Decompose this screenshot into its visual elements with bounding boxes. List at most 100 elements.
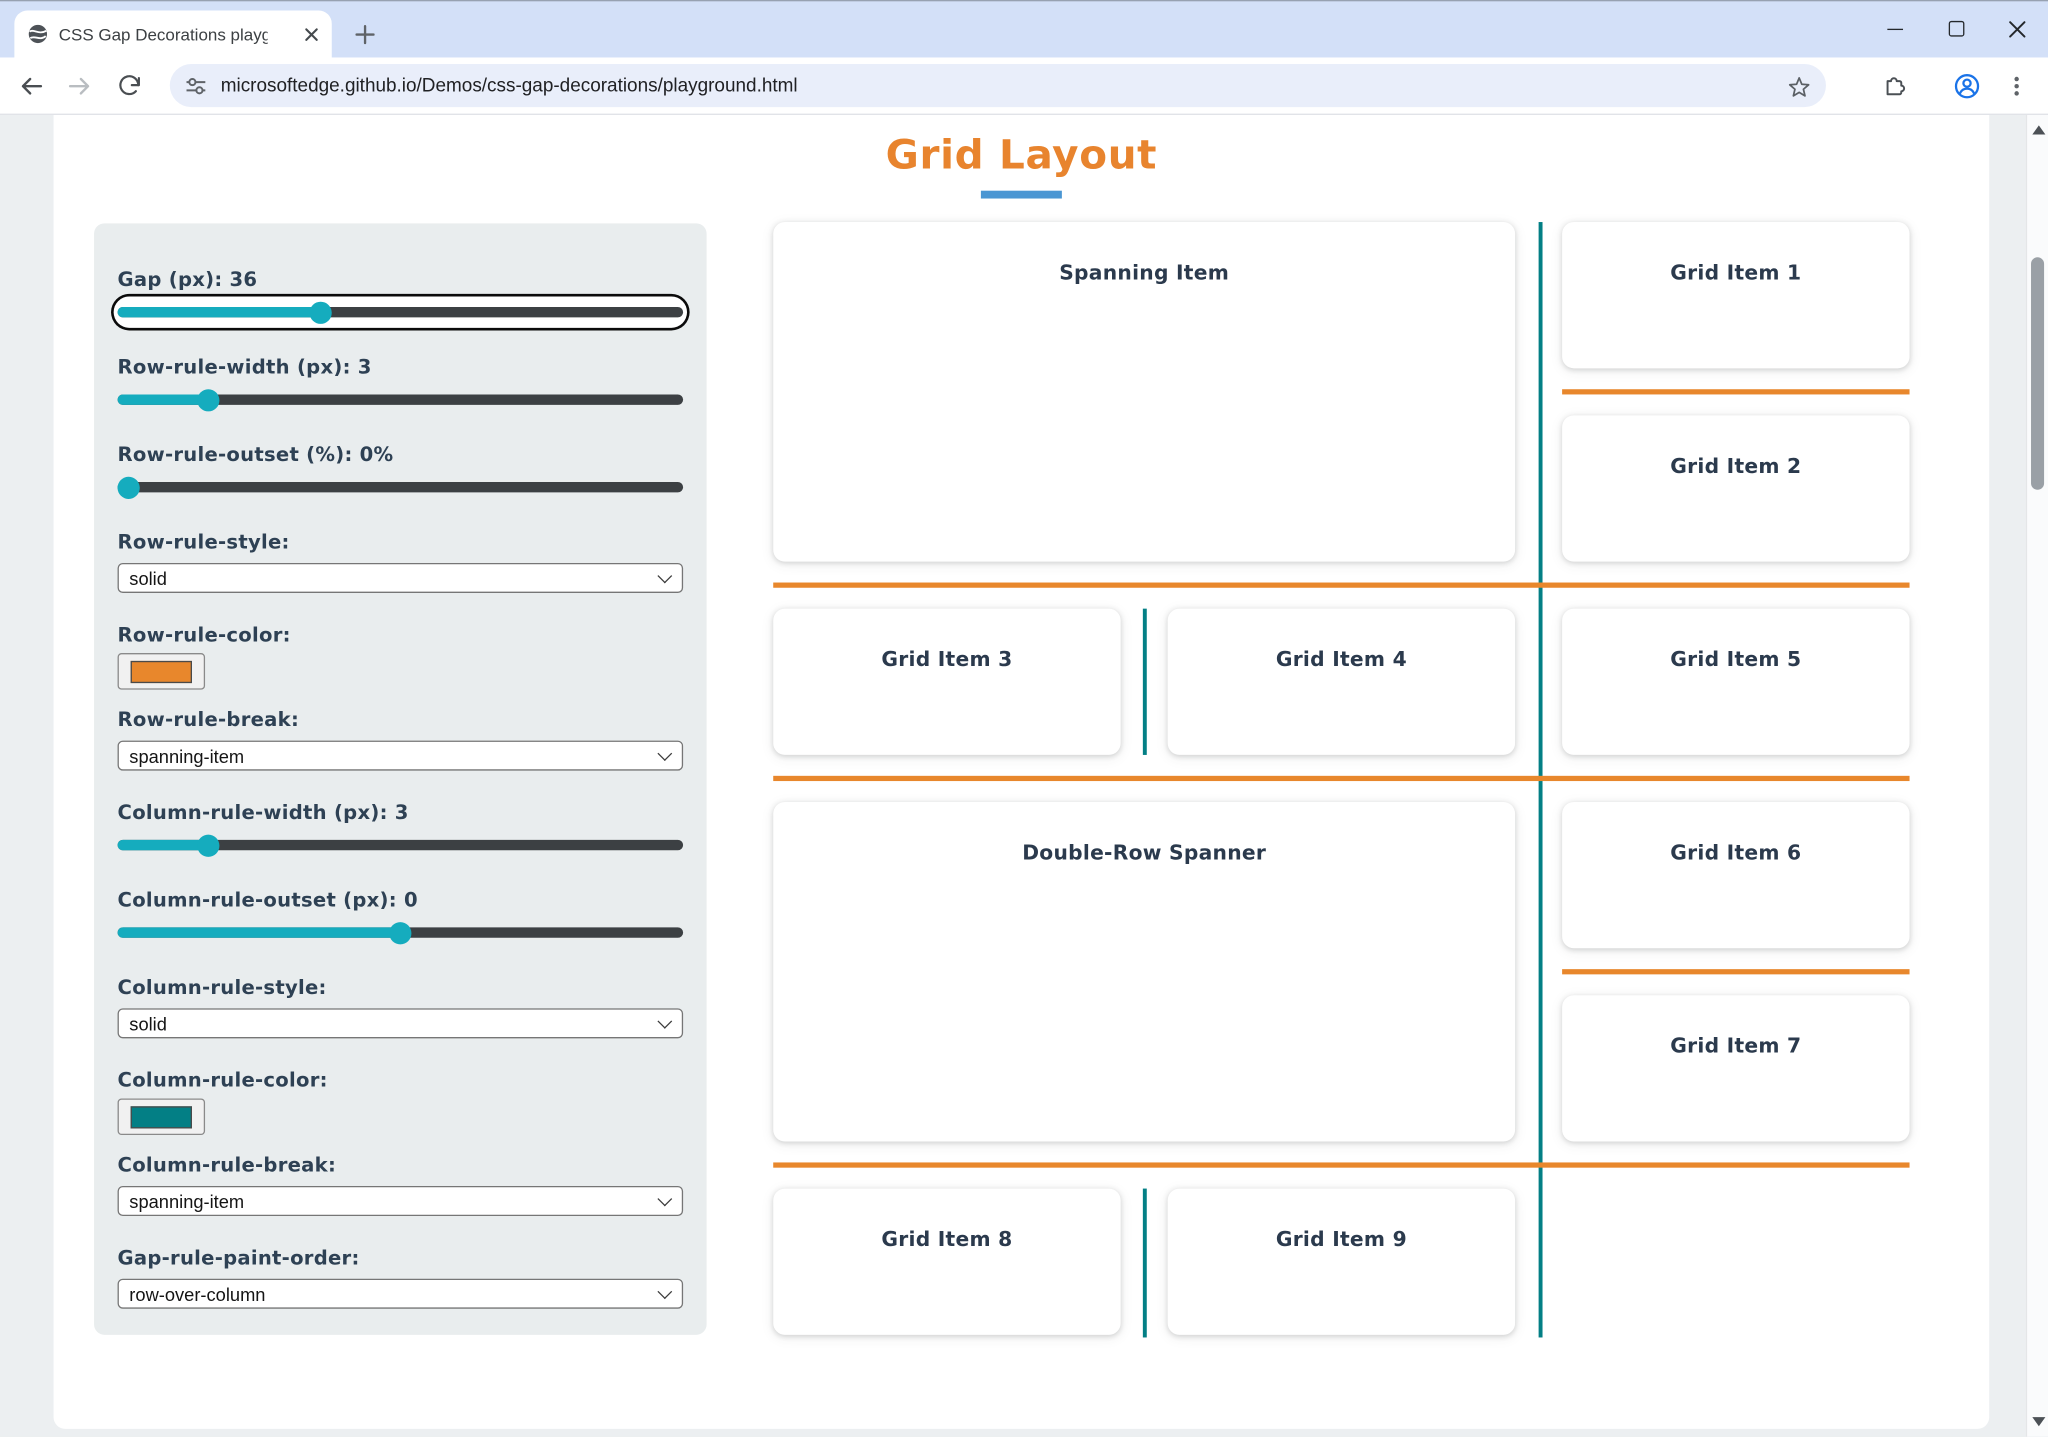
row-rule-width-slider-fill [117,394,209,405]
gap-slider[interactable] [117,300,684,324]
row-rule [1562,969,1910,975]
column-rule [1142,1188,1147,1338]
tab-title-fade [263,18,298,50]
grid-card-label: Grid Item 7 [1670,1034,1802,1058]
column-rule-style-group: Column-rule-style:solid [117,976,684,1039]
gap-rule-paint-order-group: Gap-rule-paint-order:row-over-column [117,1246,684,1309]
column-rule-color-picker[interactable] [117,1098,206,1136]
chevron-down-icon [657,1283,673,1299]
window-close-button[interactable] [1987,0,2048,57]
browser-tab[interactable]: CSS Gap Decorations playgroun [14,10,332,58]
row-rule-outset-label: Row-rule-outset (%): 0% [117,442,394,467]
grid-card-label: Grid Item 9 [1275,1227,1407,1252]
row-rule-outset-slider[interactable] [117,475,684,499]
column-rule-outset-slider-fill [117,927,401,938]
site-favicon-icon [27,24,48,45]
column-rule-outset-group: Column-rule-outset (px): 0 [117,888,684,945]
site-settings-icon[interactable] [184,74,208,98]
scrollbar-up-icon[interactable] [2031,125,2045,135]
row-rule [1562,389,1910,395]
title-underline [980,190,1062,199]
row-rule-width-slider-thumb[interactable] [196,388,220,411]
grid-card: Grid Item 9 [1167,1188,1516,1335]
row-rule-outset-slider-track [117,481,684,493]
gap-group: Gap (px): 36 [117,268,684,324]
grid-card: Grid Item 1 [1562,222,1910,369]
column-rule-style-select[interactable]: solid [117,1008,684,1039]
row-rule-width-slider[interactable] [117,388,684,412]
new-tab-button[interactable] [347,17,381,51]
row-rule-outset-slider-thumb[interactable] [117,476,140,499]
tab-close-icon[interactable] [300,24,321,45]
row-rule-style-group: Row-rule-style: solid [117,530,684,593]
minimize-icon [1886,28,1903,30]
window-controls [1864,0,2048,57]
column-rule-break-select[interactable]: spanning-item [117,1185,684,1216]
row-rule-color-label: Row-rule-color: [117,623,291,647]
controls-panel: Gap (px): 36 Row-rule-width (px): 3 Row-ru… [94,223,707,1335]
back-icon [21,77,43,95]
row-rule-style-label: Row-rule-style: [117,530,290,554]
grid-card-label: Grid Item 8 [881,1227,1013,1252]
page-viewport: Grid Layout Gap (px): 36 Row-rule-width (… [0,114,2048,1437]
browser-toolbar: microsoftedge.github.io/Demos/css-gap-de… [0,57,2048,157]
column-rule-outset-label: Column-rule-outset (px): 0 [117,888,418,912]
column-rule-outset-slider-thumb[interactable] [389,921,412,944]
extensions-puzzle-icon [1886,77,1906,96]
scrollbar-thumb[interactable] [2030,257,2044,490]
gap-rule-paint-order-select[interactable]: row-over-column [117,1278,684,1309]
column-rule-width-group: Column-rule-width (px): 3 [117,801,684,857]
row-rule-style-select[interactable]: solid [117,562,684,593]
chevron-down-icon [657,1013,673,1029]
forward-icon [68,77,90,95]
kebab-menu-icon [2014,76,2019,96]
page-title: Grid Layout [885,131,1158,179]
page-scrollbar[interactable] [2025,114,2048,1437]
column-rule-outset-slider[interactable] [117,921,684,945]
grid-card: Double-Row Spanner [773,801,1516,1142]
row-rule [773,775,1910,782]
extensions-button[interactable] [1878,69,1912,103]
column-rule-width-slider[interactable] [117,833,684,857]
chevron-down-icon [657,567,673,583]
row-rule-outset-group: Row-rule-outset (%): 0% [117,442,684,499]
row-rule-width-label: Row-rule-width (px): 3 [117,355,372,379]
scrollbar-down-icon[interactable] [2031,1417,2045,1427]
menu-button[interactable] [2000,69,2034,103]
grid-card-label: Grid Item 2 [1670,454,1802,479]
profile-button[interactable] [1950,69,1984,103]
column-rule-style-selected-value: solid [129,1012,167,1034]
row-rule-color-picker[interactable] [117,653,206,690]
address-bar[interactable]: microsoftedge.github.io/Demos/css-gap-de… [169,63,1826,108]
grid-card: Grid Item 3 [773,608,1121,755]
row-rule-break-label: Row-rule-break: [117,707,300,732]
grid-card-label: Grid Item 5 [1670,647,1802,672]
column-rule-width-slider-thumb[interactable] [196,833,220,857]
gap-slider-track [117,306,684,318]
window-maximize-button[interactable] [1925,0,1986,57]
bookmark-star-icon[interactable] [1783,71,1814,102]
tab-strip: CSS Gap Decorations playgroun [0,0,2048,58]
column-rule-width-slider-fill [117,839,209,851]
row-rule-width-group: Row-rule-width (px): 3 [117,355,684,412]
profile-avatar-icon [1954,74,1980,99]
maximize-icon [1948,20,1964,37]
row-rule-break-selected-value: spanning-item [129,745,245,767]
reload-button[interactable] [112,69,146,103]
grid-card-label: Grid Item 6 [1670,841,1802,865]
row-rule-break-select[interactable]: spanning-item [117,740,684,771]
reload-icon [119,75,140,96]
url-text: microsoftedge.github.io/Demos/css-gap-de… [220,75,798,96]
grid-card-label: Double-Row Spanner [1022,841,1267,865]
column-rule-color-swatch [130,1105,192,1128]
window-minimize-button[interactable] [1864,0,1925,57]
forward-button[interactable] [63,69,97,103]
gap-slider-fill [117,306,322,318]
gap-slider-thumb[interactable] [310,301,333,324]
grid-card: Grid Item 6 [1562,801,1910,949]
row-rule-width-slider-track [117,394,684,405]
tab-title: CSS Gap Decorations playgroun [58,24,268,44]
back-button[interactable] [14,69,48,103]
chevron-down-icon [657,745,673,761]
